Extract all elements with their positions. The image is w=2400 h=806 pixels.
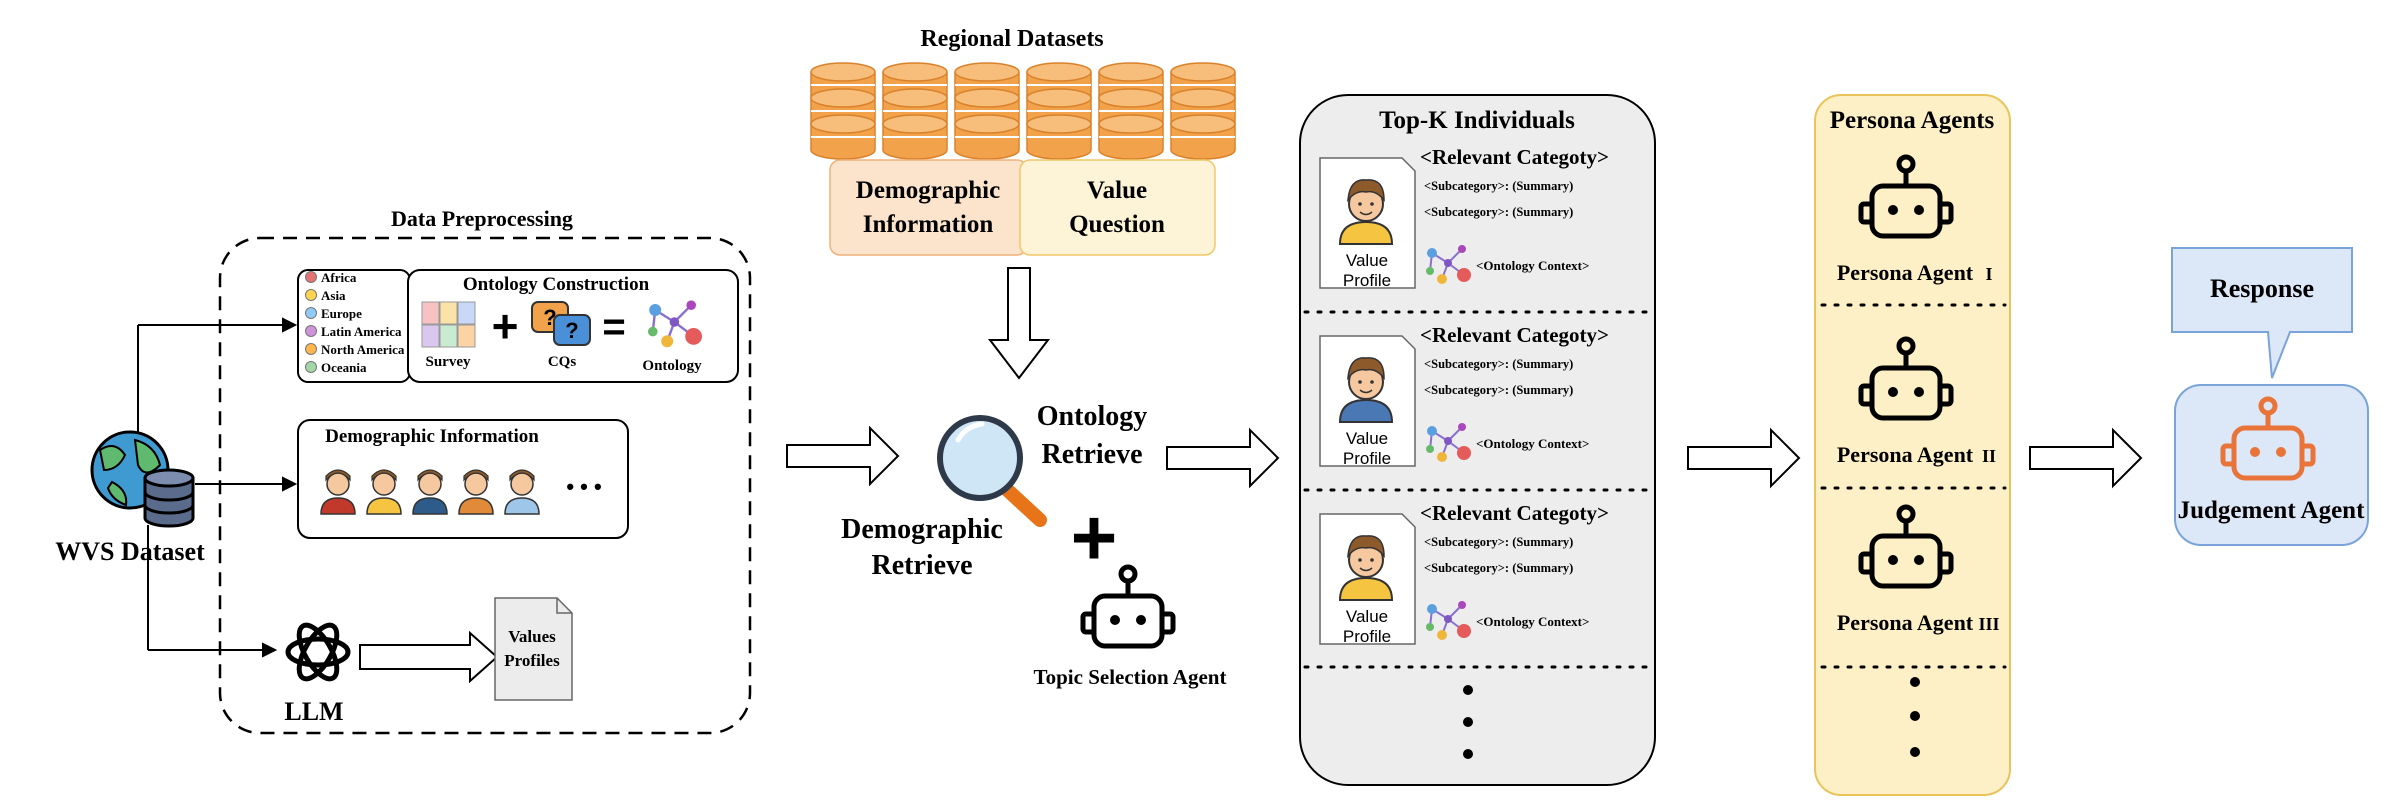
ontology-retrieve-line2: Retrieve [1041, 439, 1142, 470]
survey-label: Survey [426, 354, 472, 370]
llm-label: LLM [284, 697, 343, 726]
cqs-icon: ? ? [531, 301, 591, 346]
relevant-category-label: <Relevant Categoty> [1420, 501, 1609, 525]
region-label: Latin America [321, 324, 402, 339]
region-dot [305, 325, 317, 337]
llm-icon [285, 622, 351, 682]
regional-datasets-title: Regional Datasets [920, 26, 1103, 52]
region-label: Oceania [321, 360, 367, 375]
value-question-box [1019, 159, 1216, 256]
response-bubble [2171, 247, 2353, 379]
topic-selection-agent-label: Topic Selection Agent [1034, 665, 1227, 689]
ontology-label: Ontology [642, 358, 702, 374]
wvs-connectors [137, 317, 298, 658]
survey-icon [421, 301, 476, 348]
regional-value-line2: Question [1069, 211, 1165, 238]
magnifier-icon [937, 415, 1047, 527]
database-stack-icons [810, 62, 1236, 160]
svg-text:?: ? [565, 318, 578, 343]
down-arrow [987, 267, 1051, 380]
persona-agent-label: Persona Agent [1837, 610, 1974, 635]
ontology-construction-title: Ontology Construction [463, 274, 650, 295]
region-dot [305, 289, 317, 301]
relevant-category-label: <Relevant Categoty> [1420, 145, 1609, 169]
region-label: Europe [321, 306, 362, 321]
wvs-dataset-label: WVS Dataset [55, 537, 205, 566]
values-profiles-line2: Profiles [504, 651, 560, 670]
persona-agent: Persona Agent II [1837, 339, 1996, 467]
topk-more-dots [1463, 685, 1473, 759]
persona-to-judge-arrow [2029, 427, 2143, 489]
region-dot [305, 361, 317, 373]
persona-agent-label: Persona Agent [1837, 442, 1974, 467]
persona-agents-panel [1814, 94, 2011, 796]
subcategory-label: <Subcategory>: (Summary) [1424, 205, 1573, 219]
value-profile-line1: Value [1346, 607, 1388, 626]
retrieve-plus-sign: + [1071, 493, 1118, 582]
value-profile-line2: Profile [1343, 449, 1391, 468]
demographic-retrieve-line2: Retrieve [871, 550, 972, 581]
llm-to-profiles-arrow [359, 630, 499, 684]
regional-demographic-line2: Information [863, 211, 994, 238]
demographic-information-box [829, 159, 1028, 256]
ontology-context-label: <Ontology Context> [1476, 436, 1589, 451]
topk-to-persona-arrow [1687, 427, 1801, 489]
regional-demographic-line1: Demographic [856, 177, 1000, 204]
region-label: Asia [321, 288, 346, 303]
ontology-context-label: <Ontology Context> [1476, 614, 1589, 629]
region-dot [305, 343, 317, 355]
retrieve-to-topk-arrow [1166, 427, 1280, 489]
subcategory-label: <Subcategory>: (Summary) [1424, 357, 1573, 371]
equals-sign: = [602, 305, 625, 349]
persona-agent-label: Persona Agent [1837, 260, 1974, 285]
topk-title: Top-K Individuals [1379, 107, 1575, 134]
ontology-context-label: <Ontology Context> [1476, 258, 1589, 273]
regional-value-line1: Value [1087, 177, 1147, 204]
persona-agent-numeral: I [1985, 264, 1992, 284]
region-label: Africa [321, 270, 357, 285]
values-profiles-line1: Values [508, 627, 556, 646]
plus-sign: + [492, 300, 519, 352]
more-ellipsis: • • • [566, 474, 601, 499]
value-profile-line1: Value [1346, 429, 1388, 448]
persona-agents-title: Persona Agents [1830, 107, 1995, 134]
persona-agent: Persona Agent I [1837, 157, 1993, 285]
region-dot [305, 271, 317, 283]
preprocessing-panel [218, 236, 752, 735]
value-profile-line2: Profile [1343, 627, 1391, 646]
relevant-category-label: <Relevant Categoty> [1420, 323, 1609, 347]
cqs-label: CQs [548, 354, 577, 370]
ontology-retrieve-line1: Ontology [1037, 401, 1147, 432]
region-dot [305, 307, 317, 319]
demographic-info-title: Demographic Information [325, 426, 539, 447]
judgement-agent-label: Judgement Agent [2178, 497, 2365, 524]
persona-more-dots [1910, 677, 1920, 757]
values-profiles-document [494, 597, 573, 701]
region-label: North America [321, 342, 405, 357]
persona-agent-numeral: III [1978, 614, 1999, 634]
subcategory-label: <Subcategory>: (Summary) [1424, 535, 1573, 549]
value-profile-line1: Value [1346, 251, 1388, 270]
subcategory-label: <Subcategory>: (Summary) [1424, 179, 1573, 193]
wvs-dataset-icon [90, 430, 195, 528]
value-profile-line2: Profile [1343, 271, 1391, 290]
subcategory-label: <Subcategory>: (Summary) [1424, 561, 1573, 575]
persona-agent-numeral: II [1982, 446, 1996, 466]
subcategory-label: <Subcategory>: (Summary) [1424, 383, 1573, 397]
response-label: Response [2210, 274, 2314, 303]
preprocessing-title: Data Preprocessing [391, 206, 573, 231]
demographic-retrieve-line1: Demographic [841, 514, 1003, 545]
preprocess-to-retrieve-arrow [786, 425, 900, 487]
judgement-agent-box [2174, 384, 2369, 546]
